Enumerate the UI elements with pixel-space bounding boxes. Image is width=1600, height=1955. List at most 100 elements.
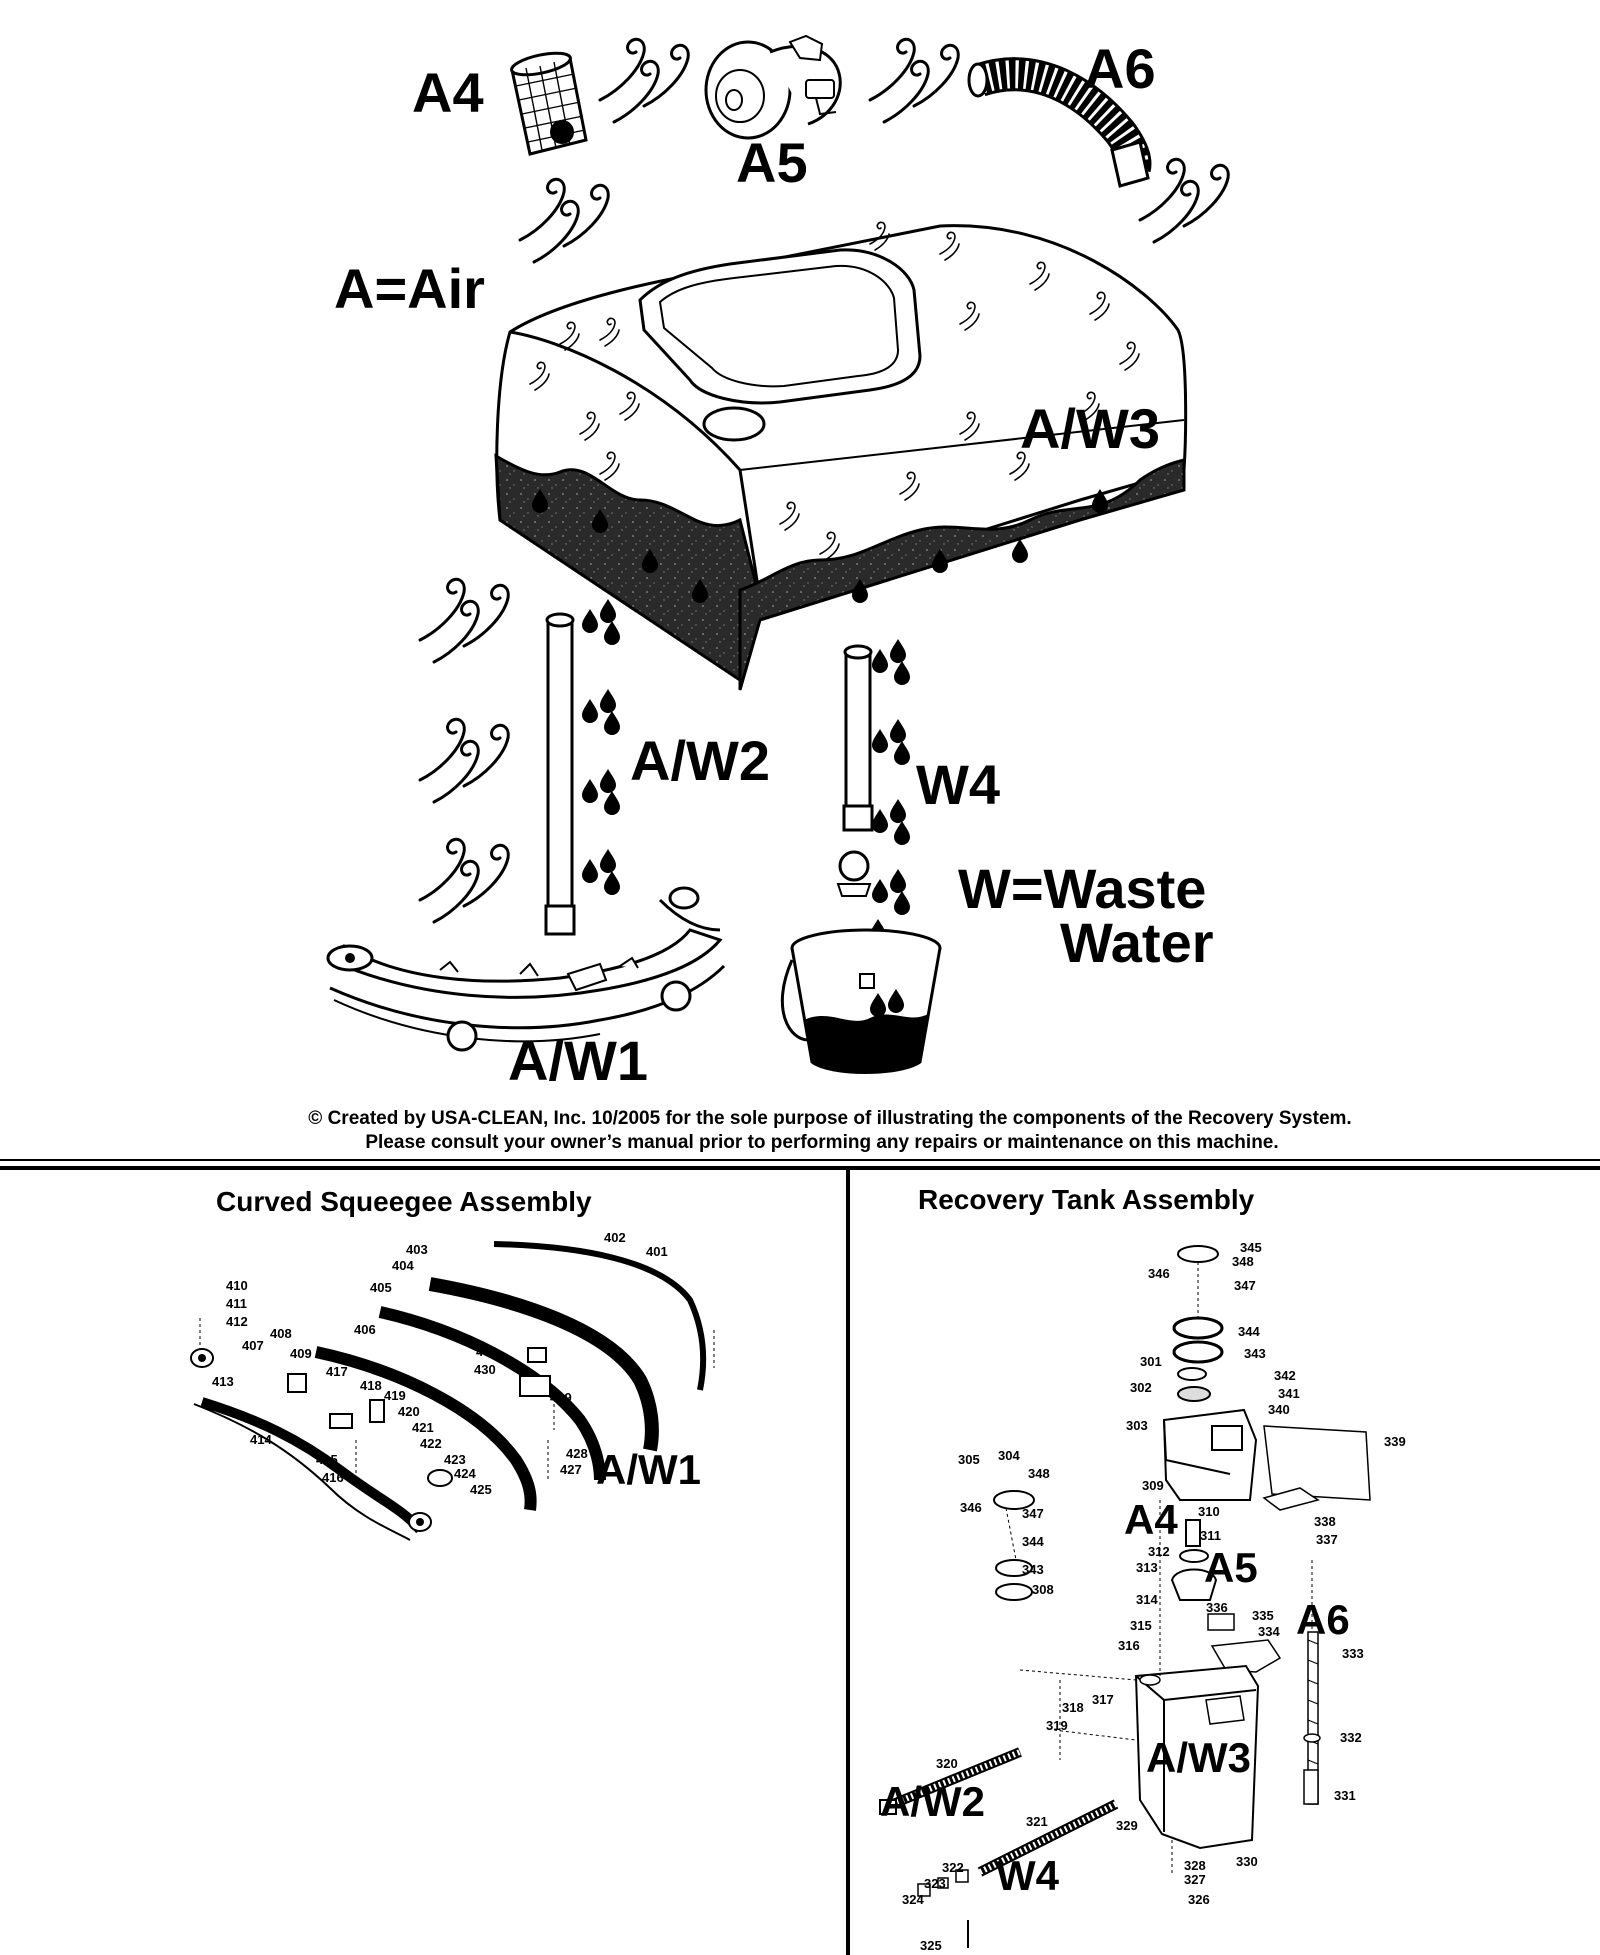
flow-diagram: A4 A5 A6 A=Air A/W3 A/W2 W4 W=Waste Wate… bbox=[308, 34, 1352, 1153]
part-number: 311 bbox=[1200, 1528, 1221, 1543]
tank-part-numbers: 345 348 346 347 344 343 301 302 342 341 … bbox=[902, 1240, 1406, 1953]
part-number: 308 bbox=[1032, 1582, 1054, 1597]
part-number: 346 bbox=[1148, 1266, 1170, 1281]
part-number: 418 bbox=[360, 1378, 382, 1393]
part-number: 315 bbox=[1130, 1618, 1152, 1633]
aw1-squeegee bbox=[326, 886, 726, 1052]
part-number: 425 bbox=[470, 1482, 492, 1497]
part-number: 320 bbox=[936, 1756, 958, 1771]
part-number: 343 bbox=[1022, 1562, 1044, 1577]
legend-air: A=Air bbox=[334, 257, 485, 320]
part-number: 404 bbox=[392, 1258, 414, 1273]
part-number: 427 bbox=[560, 1462, 582, 1477]
part-number: 335 bbox=[1252, 1608, 1274, 1623]
part-number: 347 bbox=[1022, 1506, 1044, 1521]
part-number: 304 bbox=[998, 1448, 1020, 1463]
part-number: 348 bbox=[1028, 1466, 1050, 1481]
part-number: 341 bbox=[1278, 1386, 1300, 1401]
part-number: 318 bbox=[1062, 1700, 1084, 1715]
w4-drain-hose bbox=[836, 644, 874, 897]
part-number: 309 bbox=[1142, 1478, 1164, 1493]
part-number: 301 bbox=[1140, 1354, 1162, 1369]
part-number: 431 bbox=[476, 1344, 498, 1359]
tank-callout-a6: A6 bbox=[1296, 1596, 1350, 1643]
part-number: 414 bbox=[250, 1432, 272, 1447]
tank-panel: Recovery Tank Assembly bbox=[879, 1184, 1406, 1953]
part-number: 334 bbox=[1258, 1624, 1280, 1639]
part-number: 312 bbox=[1148, 1544, 1170, 1559]
part-number: 402 bbox=[604, 1230, 626, 1245]
part-number: 323 bbox=[924, 1876, 946, 1891]
waste-water-bucket bbox=[780, 928, 942, 1074]
part-number: 338 bbox=[1314, 1514, 1336, 1529]
part-number: 319 bbox=[1046, 1718, 1068, 1733]
part-number: 339 bbox=[1384, 1434, 1406, 1449]
part-number: 333 bbox=[1342, 1646, 1364, 1661]
part-number: 403 bbox=[406, 1242, 428, 1257]
tank-panel-title: Recovery Tank Assembly bbox=[918, 1184, 1255, 1215]
aw3-label: A/W3 bbox=[1020, 397, 1160, 460]
part-number: 310 bbox=[1198, 1504, 1220, 1519]
aw1-label: A/W1 bbox=[508, 1029, 648, 1092]
part-number: 413 bbox=[212, 1374, 234, 1389]
aw2-label: A/W2 bbox=[630, 729, 770, 792]
part-number: 324 bbox=[902, 1892, 924, 1907]
part-number: 342 bbox=[1274, 1368, 1296, 1383]
copyright-line1: © Created by USA-CLEAN, Inc. 10/2005 for… bbox=[308, 1108, 1351, 1129]
squeegee-callout: A/W1 bbox=[596, 1446, 701, 1493]
tank-callout-a4: A4 bbox=[1124, 1496, 1178, 1543]
part-number: 331 bbox=[1334, 1788, 1356, 1803]
part-number: 345 bbox=[1240, 1240, 1262, 1255]
legend-water-line1: W=Waste bbox=[958, 857, 1206, 920]
w4-label: W4 bbox=[916, 753, 1000, 816]
a4-label: A4 bbox=[412, 61, 484, 124]
a6-vacuum-hose bbox=[967, 57, 1152, 188]
part-number: 344 bbox=[1238, 1324, 1260, 1339]
copyright-line2: Please consult your owner’s manual prior… bbox=[365, 1132, 1278, 1153]
part-number: 340 bbox=[1268, 1402, 1290, 1417]
part-number: 422 bbox=[420, 1436, 442, 1451]
part-number: 305 bbox=[958, 1452, 980, 1467]
part-number: 329 bbox=[1116, 1818, 1138, 1833]
part-number: 328 bbox=[1184, 1858, 1206, 1873]
part-number: 346 bbox=[960, 1500, 982, 1515]
part-number: 408 bbox=[270, 1326, 292, 1341]
part-number: 347 bbox=[1234, 1278, 1256, 1293]
part-number: 421 bbox=[412, 1420, 434, 1435]
tank-callout-aw2: A/W2 bbox=[880, 1778, 985, 1825]
aw3-recovery-tank bbox=[494, 221, 1188, 691]
tank-callout-a5: A5 bbox=[1204, 1544, 1258, 1591]
a4-filter-basket bbox=[510, 51, 588, 156]
a5-vacuum-motor bbox=[704, 34, 842, 140]
a5-label: A5 bbox=[736, 131, 808, 194]
a6-label: A6 bbox=[1084, 37, 1156, 100]
part-number: 412 bbox=[226, 1314, 248, 1329]
part-number: 325 bbox=[920, 1938, 942, 1953]
part-number: 423 bbox=[444, 1452, 466, 1467]
part-number: 336 bbox=[1206, 1600, 1228, 1615]
part-number: 417 bbox=[326, 1364, 348, 1379]
part-number: 405 bbox=[370, 1280, 392, 1295]
part-number: 326 bbox=[1188, 1892, 1210, 1907]
part-number: 330 bbox=[1236, 1854, 1258, 1869]
part-number: 327 bbox=[1184, 1872, 1206, 1887]
part-number: 348 bbox=[1232, 1254, 1254, 1269]
part-number: 419 bbox=[384, 1388, 406, 1403]
part-number: 317 bbox=[1092, 1692, 1114, 1707]
tank-callout-w4: W4 bbox=[996, 1852, 1060, 1899]
squeegee-panel-title: Curved Squeegee Assembly bbox=[216, 1186, 592, 1217]
part-number: 314 bbox=[1136, 1592, 1158, 1607]
part-number: 428 bbox=[566, 1446, 588, 1461]
part-number: 322 bbox=[942, 1860, 964, 1875]
part-number: 415 bbox=[316, 1452, 338, 1467]
part-number: 343 bbox=[1244, 1346, 1266, 1361]
part-number: 409 bbox=[290, 1346, 312, 1361]
squeegee-part-numbers: 401 402 403 404 405 406 407 408 409 410 … bbox=[212, 1230, 668, 1497]
tank-callout-aw3: A/W3 bbox=[1146, 1734, 1251, 1781]
part-number: 316 bbox=[1118, 1638, 1140, 1653]
part-number: 302 bbox=[1130, 1380, 1152, 1395]
part-number: 420 bbox=[398, 1404, 420, 1419]
part-number: 303 bbox=[1126, 1418, 1148, 1433]
part-number: 344 bbox=[1022, 1534, 1044, 1549]
